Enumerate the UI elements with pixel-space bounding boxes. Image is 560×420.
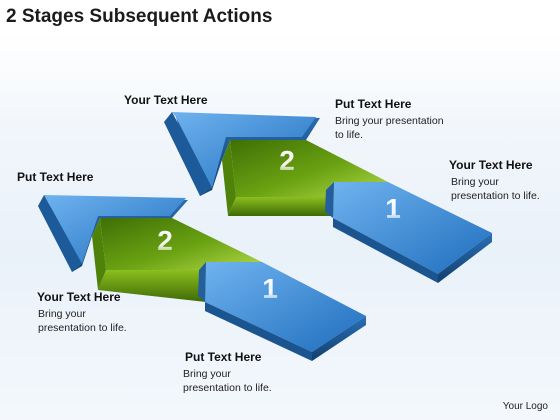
right-body: Bring your presentation to life. (451, 176, 540, 202)
upper-stage-2-band (222, 140, 388, 216)
right-heading: Your Text Here (449, 158, 533, 172)
upper-stage-1-number: 1 (385, 193, 401, 224)
logo-placeholder: Your Logo (502, 401, 548, 412)
lower-stage-2-number: 2 (157, 225, 173, 256)
upper-stage-2-number: 2 (279, 145, 295, 176)
upper-stage-1-tail (325, 182, 492, 283)
upper-arrow-group: 2 1 (164, 112, 492, 283)
top-left-heading: Your Text Here (124, 93, 208, 107)
lower-stage-2-band (92, 218, 262, 302)
left-heading: Put Text Here (17, 170, 94, 184)
top-right-body: Bring your presentation to life. (335, 115, 444, 141)
bottom-body: Bring your presentation to life. (183, 368, 272, 394)
upper-arrow-head (164, 112, 320, 196)
top-right-heading: Put Text Here (335, 97, 412, 111)
lower-stage-1-number: 1 (262, 273, 278, 304)
lower-arrow-group: 2 1 (38, 195, 366, 361)
mid-left-body: Bring your presentation to life. (38, 308, 127, 334)
lower-stage-1-tail (198, 262, 366, 361)
mid-left-heading: Your Text Here (37, 290, 121, 304)
bottom-heading: Put Text Here (185, 350, 262, 364)
lower-arrow-head (38, 195, 188, 272)
slide-title: 2 Stages Subsequent Actions (6, 6, 273, 27)
